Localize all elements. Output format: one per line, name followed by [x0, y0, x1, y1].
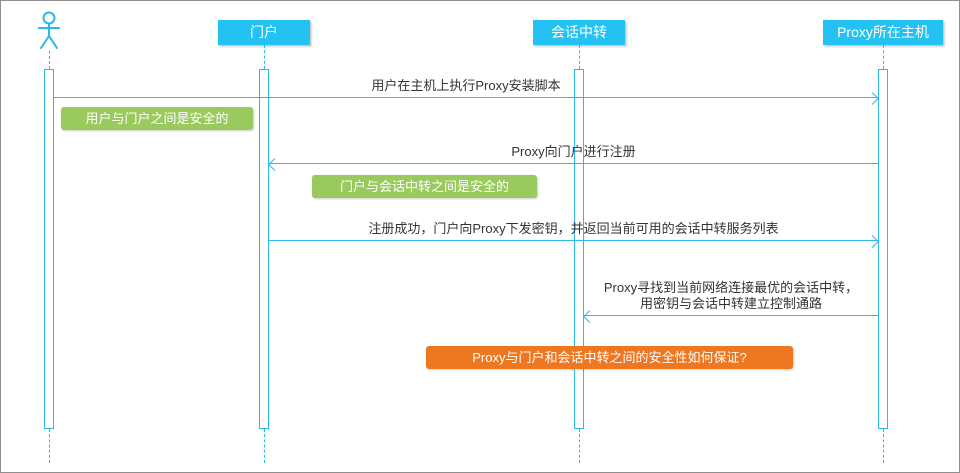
activation-proxy-host: [878, 69, 888, 429]
lifeline-user-top: [49, 51, 50, 69]
message-register-success: 注册成功，门户向Proxy下发密钥，并返回当前可用的会话中转服务列表: [269, 215, 879, 248]
message-proxy-register: Proxy向门户进行注册: [268, 138, 878, 171]
lifeline-relay-bottom: [579, 429, 580, 463]
stick-figure-icon: [38, 11, 60, 49]
arrow-left-icon: [583, 310, 596, 323]
lifeline-portal-top: [264, 45, 265, 69]
message-find-relay-label: Proxy寻找到当前网络连接最优的会话中转， 用密钥与会话中转建立控制通路: [603, 280, 859, 311]
activation-portal: [259, 69, 269, 429]
lifeline-proxy-host-bottom: [883, 429, 884, 463]
message-install-script-label: 用户在主机上执行Proxy安装脚本: [371, 78, 561, 93]
message-find-relay-line: [584, 315, 878, 316]
lifeline-relay-top: [579, 45, 580, 69]
message-proxy-register-line: [269, 163, 878, 164]
message-proxy-register-label: Proxy向门户进行注册: [511, 144, 636, 159]
note-security-question: Proxy与门户和会话中转之间的安全性如何保证?: [426, 346, 793, 369]
participant-relay: 会话中转: [533, 20, 625, 45]
message-install-script: 用户在主机上执行Proxy安装脚本: [54, 72, 879, 105]
message-install-script-line: [54, 97, 878, 98]
arrow-right-icon: [866, 235, 879, 248]
message-find-relay: Proxy寻找到当前网络连接最优的会话中转， 用密钥与会话中转建立控制通路: [583, 274, 878, 323]
lifeline-proxy-host-top: [883, 45, 884, 69]
note-portal-relay-secure: 门户与会话中转之间是安全的: [312, 175, 537, 198]
activation-user: [44, 69, 54, 429]
message-register-success-line: [269, 240, 878, 241]
lifeline-user-bottom: [49, 429, 50, 463]
lifeline-portal-bottom: [264, 429, 265, 463]
user-actor-icon: [36, 11, 62, 56]
note-user-portal-secure: 用户与门户之间是安全的: [61, 107, 253, 130]
participant-portal: 门户: [218, 20, 310, 45]
activation-relay: [574, 69, 584, 429]
arrow-left-icon: [268, 158, 281, 171]
participant-proxy-host: Proxy所在主机: [823, 20, 943, 45]
message-register-success-label: 注册成功，门户向Proxy下发密钥，并返回当前可用的会话中转服务列表: [368, 221, 779, 236]
arrow-right-icon: [866, 92, 879, 105]
